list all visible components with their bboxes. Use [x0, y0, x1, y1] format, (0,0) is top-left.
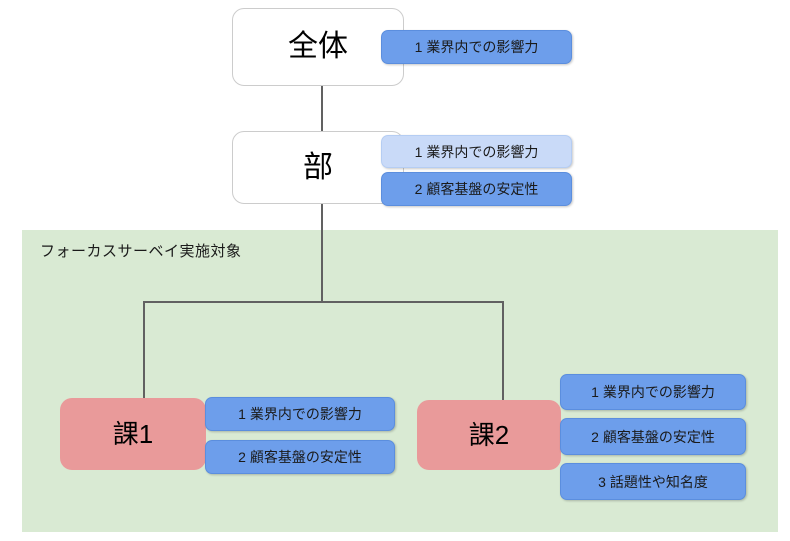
node-ka1-badge-2[interactable]: 2 顧客基盤の安定性 — [205, 440, 395, 474]
node-bu-badge-1[interactable]: 1 業界内での影響力 — [381, 135, 572, 168]
connector-branch-to-ka2 — [502, 301, 504, 400]
node-ka1[interactable]: 課1 — [60, 398, 206, 470]
connector-zentai-to-bu — [321, 85, 323, 131]
node-zentai-badge-1[interactable]: 1 業界内での影響力 — [381, 30, 572, 64]
connector-bu-stem — [321, 203, 323, 302]
node-ka1-label: 課1 — [112, 419, 154, 449]
connector-branch-to-ka1 — [143, 301, 145, 399]
node-bu[interactable]: 部 — [232, 131, 404, 204]
node-zentai-label: 全体 — [288, 30, 348, 63]
connector-branch-bar — [143, 301, 503, 303]
node-ka2[interactable]: 課2 — [417, 400, 561, 470]
node-ka2-badge-2[interactable]: 2 顧客基盤の安定性 — [560, 418, 746, 455]
node-bu-badge-2[interactable]: 2 顧客基盤の安定性 — [381, 172, 572, 206]
node-ka1-badge-1[interactable]: 1 業界内での影響力 — [205, 397, 395, 431]
node-ka2-badge-1[interactable]: 1 業界内での影響力 — [560, 374, 746, 410]
node-zentai[interactable]: 全体 — [232, 8, 404, 86]
focus-survey-region-label: フォーカスサーベイ実施対象 — [40, 243, 242, 260]
node-bu-label: 部 — [303, 150, 333, 184]
node-ka2-label: 課2 — [468, 420, 510, 450]
node-ka2-badge-3[interactable]: 3 話題性や知名度 — [560, 463, 746, 500]
